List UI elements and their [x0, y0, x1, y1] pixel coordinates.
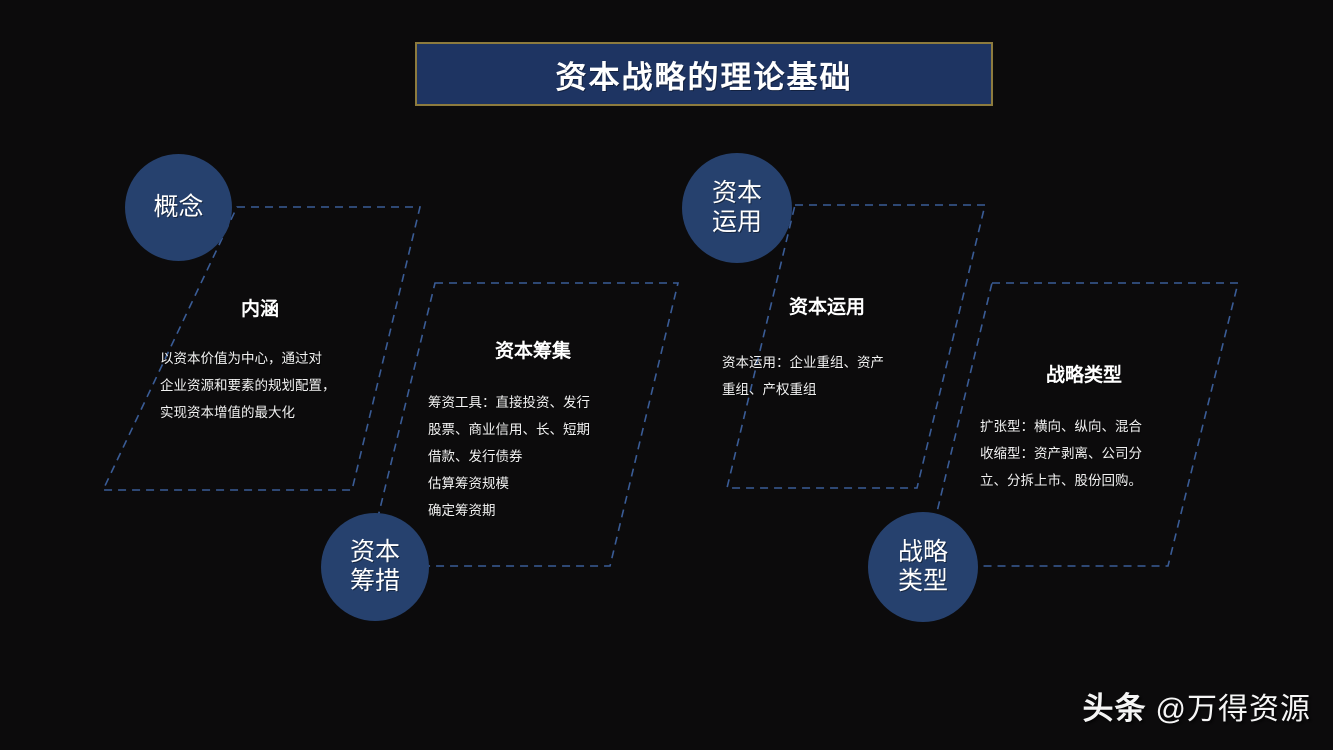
node-circle-concept[interactable]: 概念 — [125, 154, 232, 261]
watermark-brand: 头条 — [1082, 691, 1147, 726]
slide-title-box: 资本战略的理论基础 — [415, 42, 993, 106]
content-block-capital-raising-body: 筹资工具：直接投资、发行 股票、商业信用、长、短期 借款、发行债券 估算筹资规模… — [428, 395, 590, 518]
node-circle-strategy-type[interactable]: 战略 类型 — [868, 512, 978, 622]
content-block-capital-operation: 资本运用 资本运用：企业重组、资产 重组、产权重组 — [722, 292, 932, 403]
node-circle-capital-operation-label: 资本 运用 — [711, 178, 762, 237]
content-block-strategy-type-body: 扩张型：横向、纵向、混合 收缩型：资产剥离、公司分 立、分拆上市、股份回购。 — [980, 419, 1142, 488]
node-circle-concept-label: 概念 — [153, 192, 204, 221]
node-circle-financing-label: 资本 筹措 — [349, 537, 400, 596]
content-block-capital-operation-body: 资本运用：企业重组、资产 重组、产权重组 — [722, 355, 884, 397]
watermark-handle: @万得资源 — [1155, 693, 1311, 726]
node-circle-financing[interactable]: 资本 筹措 — [321, 513, 429, 621]
content-block-connotation-body: 以资本价值为中心，通过对 企业资源和要素的规划配置， 实现资本增值的最大化 — [160, 351, 336, 420]
page-title: 资本战略的理论基础 — [555, 59, 853, 95]
content-block-capital-operation-heading: 资本运用 — [788, 297, 865, 318]
content-block-connotation: 内涵 以资本价值为中心，通过对 企业资源和要素的规划配置， 实现资本增值的最大化 — [160, 294, 360, 426]
content-block-strategy-type: 战略类型 扩张型：横向、纵向、混合 收缩型：资产剥离、公司分 立、分拆上市、股份… — [980, 360, 1188, 494]
content-block-strategy-type-heading: 战略类型 — [1045, 365, 1122, 386]
content-block-capital-raising: 资本筹集 筹资工具：直接投资、发行 股票、商业信用、长、短期 借款、发行债券 估… — [428, 336, 638, 524]
node-circle-strategy-type-label: 战略 类型 — [897, 537, 948, 596]
content-block-capital-raising-heading: 资本筹集 — [494, 341, 571, 362]
node-circle-capital-operation[interactable]: 资本 运用 — [682, 153, 792, 263]
watermark: 头条 @万得资源 — [1083, 683, 1311, 728]
content-block-connotation-heading: 内涵 — [240, 299, 279, 320]
